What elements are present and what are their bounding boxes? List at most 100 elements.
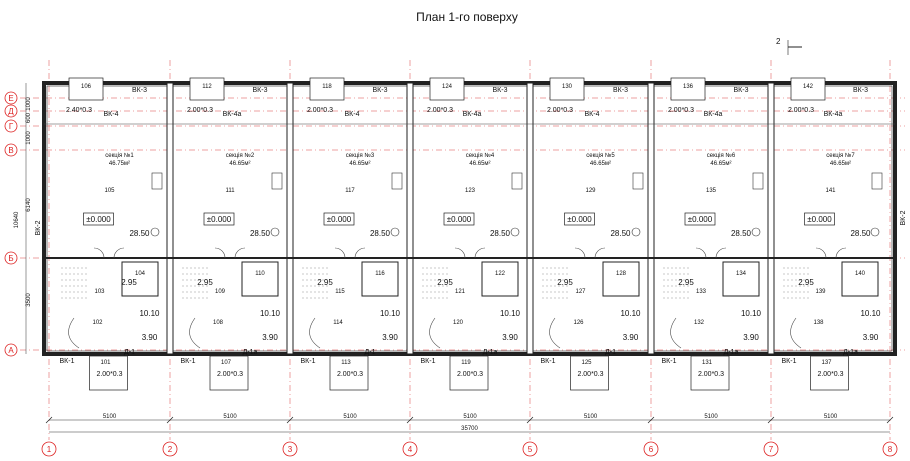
dim-tick (406, 416, 414, 424)
wall-top-label: ВК-4а (824, 111, 843, 118)
level-mark: ±0.000 (327, 215, 352, 224)
dim-overall: 35700 (461, 426, 478, 432)
door-swing (214, 247, 226, 259)
level-low: 3.90 (142, 333, 158, 342)
grid-label-col: 3 (288, 445, 293, 454)
room-number-main: 129 (585, 188, 596, 194)
door-top-size: 2.40*0.3 (66, 107, 92, 114)
level-box (203, 212, 235, 226)
balcony-frame (68, 77, 104, 101)
fixture-block (391, 172, 403, 190)
room-number-porch: 107 (221, 360, 232, 366)
room-number-porch: 101 (100, 360, 111, 366)
party-wall (406, 82, 414, 355)
level-box (323, 212, 355, 226)
dim-tick (767, 416, 775, 424)
balcony-frame (309, 77, 345, 101)
dim-spacing: 5100 (824, 414, 838, 420)
door-top-size: 2.00*0.3 (668, 107, 694, 114)
grid-bubble-col (882, 441, 898, 457)
section-area: 46.65м² (349, 161, 370, 167)
dim-tick (45, 416, 53, 424)
section-name: секція №3 (346, 152, 375, 159)
room-number-stair: 126 (573, 320, 584, 326)
room-number-wc: 134 (736, 271, 747, 277)
room-number-porch: 113 (341, 360, 351, 366)
section-name: секція №7 (826, 152, 855, 159)
level-hall: 10.10 (620, 309, 641, 318)
room-number-porch: 119 (461, 360, 471, 366)
stair-curve (549, 317, 561, 349)
wall-top-vk3: ВК-3 (493, 87, 508, 94)
level-wc: 2.95 (197, 278, 213, 287)
section-area: 46.75м² (109, 161, 130, 167)
fixture-round (150, 227, 160, 237)
level-mark: ±0.000 (807, 215, 832, 224)
fixture-round (751, 227, 761, 237)
wc-room (241, 261, 279, 297)
section-name: секція №2 (226, 152, 255, 159)
wc-room (722, 261, 760, 297)
door-top-size: 2.00*0.3 (788, 107, 814, 114)
porch-size: 2.00*0.3 (698, 371, 724, 378)
section-mark: 2 (776, 37, 802, 55)
level-28-50: 28.50 (731, 229, 752, 238)
wall-bottom-vk1: ВК-1 (181, 358, 196, 365)
room-number-stair: 114 (333, 320, 343, 326)
wall-top-vk3: ВК-3 (253, 87, 268, 94)
grid-bubble-row (4, 104, 18, 118)
grid-bubble-row (4, 143, 18, 157)
wall-top-label: ВК-4 (104, 111, 119, 118)
room-number-main: 135 (706, 188, 717, 194)
room-number-porch: 131 (702, 360, 713, 366)
door-swing (474, 247, 486, 259)
door-swing (113, 247, 125, 259)
level-hall: 10.10 (741, 309, 762, 318)
fixture-block (271, 172, 283, 190)
room-number-porch: 125 (581, 360, 592, 366)
wc-room (121, 261, 159, 297)
door-bottom-label: Д-1а (724, 349, 739, 356)
room-number-stair: 120 (453, 320, 464, 326)
grid-label-row: Д (8, 107, 14, 116)
dim-left: 600 (26, 112, 32, 123)
porch-frame (570, 355, 609, 391)
level-mark: ±0.000 (567, 215, 592, 224)
stair-curve (68, 317, 80, 349)
wall-side-left: ВК-2 (35, 220, 42, 235)
room-number-main: 105 (104, 188, 115, 194)
room-number-wc: 122 (495, 271, 506, 277)
fixture-round (631, 227, 641, 237)
dim-tick (166, 416, 174, 424)
room-number-stair: 138 (813, 320, 824, 326)
door-swing (93, 247, 105, 259)
level-28-50: 28.50 (250, 229, 271, 238)
dim-tick (286, 416, 294, 424)
room-number-main: 141 (825, 188, 836, 194)
door-top-size: 2.00*0.3 (427, 107, 453, 114)
room-number-hall: 139 (815, 289, 826, 295)
door-swing (454, 247, 466, 259)
section-name: секція №5 (586, 152, 615, 159)
door-top-size: 2.00*0.3 (187, 107, 213, 114)
section-area: 46.65м² (590, 161, 611, 167)
grid-label-col: 6 (649, 445, 654, 454)
wall-top-label: ВК-4а (463, 111, 482, 118)
section-mark-label: 2 (776, 37, 781, 46)
level-box (83, 212, 114, 226)
room-number-main: 111 (225, 188, 235, 194)
grid-bubble-row (4, 343, 18, 357)
section-name: секція №1 (105, 152, 134, 159)
plan-title: План 1-го поверху (416, 10, 518, 24)
grid-label-col: 2 (168, 445, 173, 454)
wall-bottom-vk1: ВК-1 (541, 358, 556, 365)
door-swing (835, 247, 847, 259)
wall-bottom-vk1: ВК-1 (662, 358, 677, 365)
room-number-top: 106 (81, 84, 92, 90)
door-bottom-label: Д-1а (243, 349, 258, 356)
grid-bubble-row (4, 119, 18, 133)
grid-label-col: 4 (408, 445, 413, 454)
